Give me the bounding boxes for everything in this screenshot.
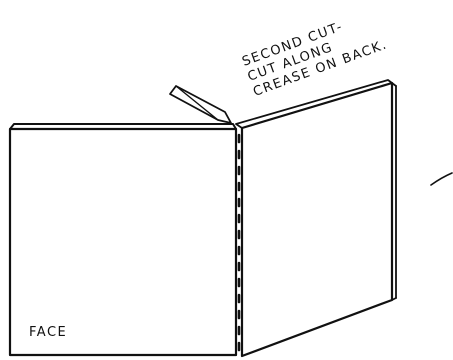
face-label: FACE: [29, 325, 67, 340]
arrow-icon: [169, 85, 232, 124]
stray-mark: [430, 172, 453, 186]
face-panel: [8, 123, 238, 357]
back-panel: [235, 79, 397, 358]
